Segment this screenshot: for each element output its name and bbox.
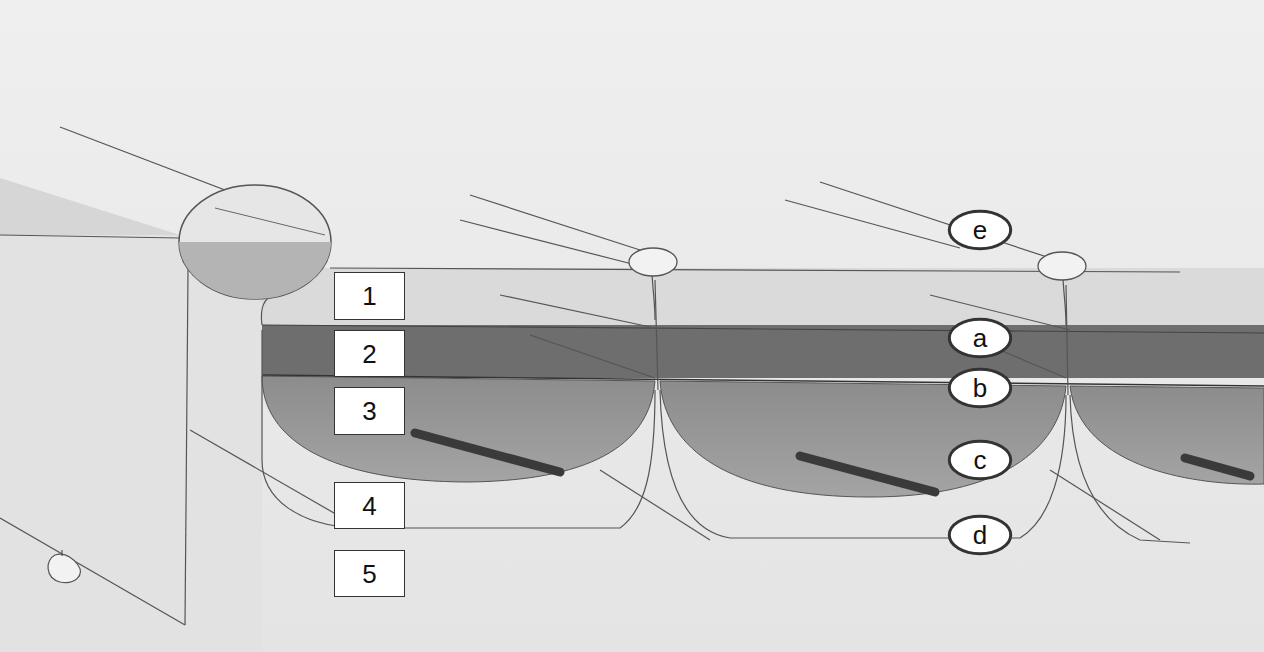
callout-number: 1 bbox=[362, 283, 376, 309]
callout-number: 4 bbox=[362, 493, 376, 519]
small-float bbox=[629, 248, 677, 276]
callout-number: 5 bbox=[362, 561, 376, 587]
net-bag bbox=[1070, 386, 1264, 484]
callout-circle-shape bbox=[949, 369, 1010, 407]
main-float bbox=[179, 185, 331, 299]
water bbox=[0, 235, 262, 652]
callout-box: 4 bbox=[334, 482, 405, 529]
callout-circle-shape bbox=[949, 441, 1010, 479]
net-outline bbox=[190, 270, 1190, 543]
water-surface bbox=[0, 178, 180, 235]
callout-circle: c bbox=[948, 440, 1012, 480]
callout-box: 2 bbox=[334, 330, 405, 377]
callout-number: 2 bbox=[362, 341, 376, 367]
callout-letter: e bbox=[973, 217, 987, 243]
net-bag bbox=[262, 376, 655, 482]
rod bbox=[415, 433, 560, 472]
callout-letter: d bbox=[973, 522, 987, 548]
marker-buoy bbox=[48, 554, 80, 582]
callout-circle-shape bbox=[949, 211, 1010, 249]
callout-circle: a bbox=[948, 318, 1012, 358]
callout-circle: d bbox=[948, 515, 1012, 555]
callout-box: 1 bbox=[334, 272, 405, 320]
callout-letter: c bbox=[974, 447, 987, 473]
callout-box: 3 bbox=[334, 387, 405, 435]
rod bbox=[1185, 458, 1250, 476]
callout-circle: b bbox=[948, 368, 1012, 408]
callout-circle-shape bbox=[949, 516, 1010, 554]
rope bbox=[0, 127, 1180, 625]
layer-2 bbox=[262, 325, 1264, 378]
float-shade bbox=[179, 242, 331, 299]
callout-circle-shape bbox=[949, 319, 1010, 357]
layer-1 bbox=[262, 268, 1264, 326]
rod bbox=[800, 456, 935, 492]
callout-letter: a bbox=[973, 325, 987, 351]
callout-letter: b bbox=[973, 375, 987, 401]
callout-circle: e bbox=[948, 210, 1012, 250]
small-float bbox=[1038, 252, 1086, 280]
callout-box: 5 bbox=[334, 550, 405, 597]
callout-number: 3 bbox=[362, 398, 376, 424]
